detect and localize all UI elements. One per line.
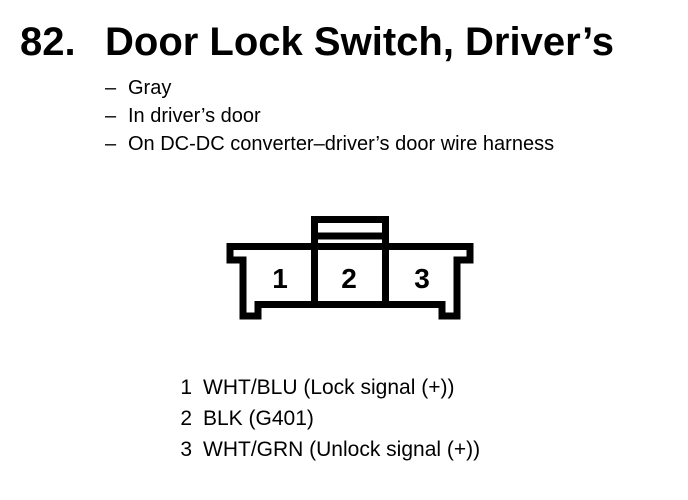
pin-legend-row: 1 WHT/BLU (Lock signal (+))	[176, 372, 480, 403]
notes-list: – Gray – In driver’s door – On DC-DC con…	[105, 74, 554, 158]
cavity-label-1: 1	[272, 263, 288, 294]
section-number: 82.	[20, 20, 76, 64]
pin-description: WHT/BLU (Lock signal (+))	[203, 376, 455, 399]
cavity-labels: 1 2 3	[272, 263, 430, 294]
pin-description: WHT/GRN (Unlock signal (+))	[203, 438, 481, 461]
dash-bullet: –	[105, 77, 117, 99]
page-title: Door Lock Switch, Driver’s	[105, 20, 615, 64]
pin-legend: 1 WHT/BLU (Lock signal (+)) 2 BLK (G401)…	[176, 372, 480, 465]
pin-description: BLK (G401)	[203, 407, 314, 430]
pin-number: 2	[180, 407, 192, 430]
dash-bullet: –	[105, 133, 117, 155]
note-item: – Gray	[105, 74, 554, 102]
pin-number: 1	[180, 376, 192, 399]
pin-legend-row: 3 WHT/GRN (Unlock signal (+))	[176, 434, 480, 465]
connector-outline	[226, 243, 474, 320]
note-text: Gray	[128, 77, 172, 99]
section-header: 82. Door Lock Switch, Driver’s	[20, 22, 614, 62]
cavity-label-3: 3	[414, 263, 430, 294]
cavity-label-2: 2	[341, 263, 357, 294]
connector-lines	[226, 216, 474, 320]
note-item: – In driver’s door	[105, 102, 554, 130]
note-text: In driver’s door	[128, 105, 261, 127]
cavity-dividers	[311, 219, 389, 305]
connector-lock-tab	[311, 216, 389, 240]
pin-number: 3	[180, 438, 192, 461]
dash-bullet: –	[105, 105, 117, 127]
connector-diagram: 1 2 3	[226, 216, 474, 320]
pin-legend-row: 2 BLK (G401)	[176, 403, 480, 434]
note-text: On DC-DC converter–driver’s door wire ha…	[128, 133, 555, 155]
note-item: – On DC-DC converter–driver’s door wire …	[105, 130, 554, 158]
